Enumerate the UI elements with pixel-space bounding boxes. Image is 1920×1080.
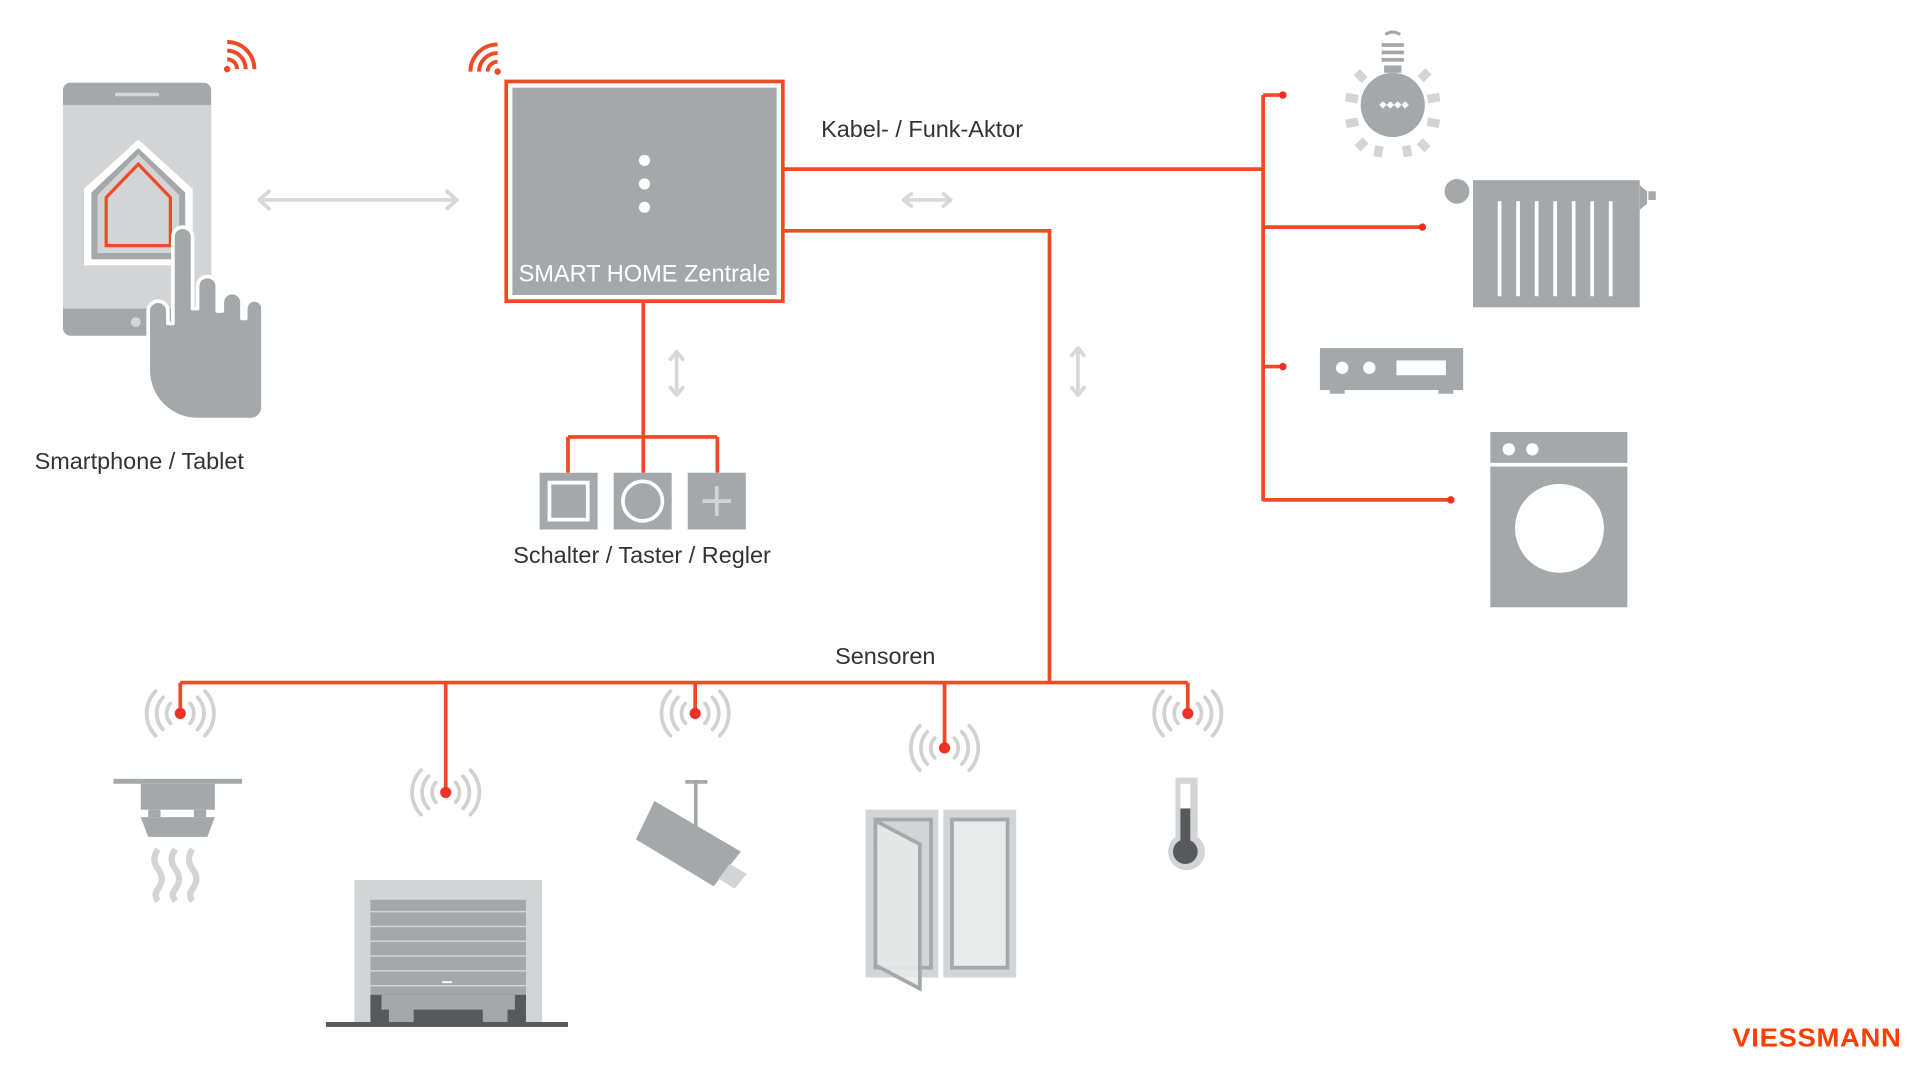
sensor-bus bbox=[178, 228, 1190, 793]
controller-plus-icon bbox=[687, 472, 746, 530]
bidirectional-arrow-icon bbox=[901, 191, 953, 208]
more-dots-icon bbox=[638, 154, 651, 213]
hub-label: SMART HOME Zentrale bbox=[519, 260, 771, 287]
radio-signal-icon bbox=[659, 689, 731, 738]
thermometer-icon bbox=[1168, 777, 1206, 871]
wifi-signal-icon bbox=[468, 42, 501, 75]
switch-square-icon bbox=[539, 472, 598, 530]
radio-signal-icon bbox=[144, 689, 216, 738]
radio-signal-icon bbox=[410, 768, 482, 817]
light-bulb-icon bbox=[1345, 30, 1441, 158]
smart-home-hub[interactable]: SMART HOME Zentrale bbox=[468, 42, 785, 304]
smartphone-node: Smartphone / Tablet bbox=[35, 39, 265, 474]
actuator-label: Kabel- / Funk-Aktor bbox=[821, 116, 1023, 142]
wifi-signal-icon bbox=[223, 39, 257, 73]
window-contact-icon bbox=[865, 809, 1017, 992]
bidirectional-arrow-icon bbox=[257, 189, 459, 211]
washing-machine-icon bbox=[1490, 432, 1628, 608]
bidirectional-arrow-icon bbox=[668, 349, 685, 397]
smoke-detector-icon bbox=[113, 778, 243, 903]
switches-label: Schalter / Taster / Regler bbox=[513, 542, 771, 568]
garage-door-icon bbox=[325, 880, 568, 1027]
brand-logo-text: VIESSMANN bbox=[1732, 1025, 1901, 1053]
hand-icon bbox=[146, 225, 265, 422]
media-receiver-icon bbox=[1319, 348, 1464, 394]
button-circle-icon bbox=[613, 472, 672, 530]
radiator-icon bbox=[1444, 178, 1656, 308]
actuator-bus bbox=[782, 91, 1455, 504]
radio-signal-icon bbox=[1152, 689, 1224, 738]
switches-bus bbox=[566, 301, 720, 473]
security-camera-icon bbox=[635, 780, 748, 889]
bidirectional-arrow-icon bbox=[1069, 346, 1086, 397]
radio-signal-icon bbox=[909, 723, 980, 773]
sensors-label: Sensoren bbox=[835, 643, 935, 669]
viessmann-logo: VIESSMANN bbox=[1732, 1025, 1901, 1053]
smartphone-label: Smartphone / Tablet bbox=[35, 448, 245, 474]
